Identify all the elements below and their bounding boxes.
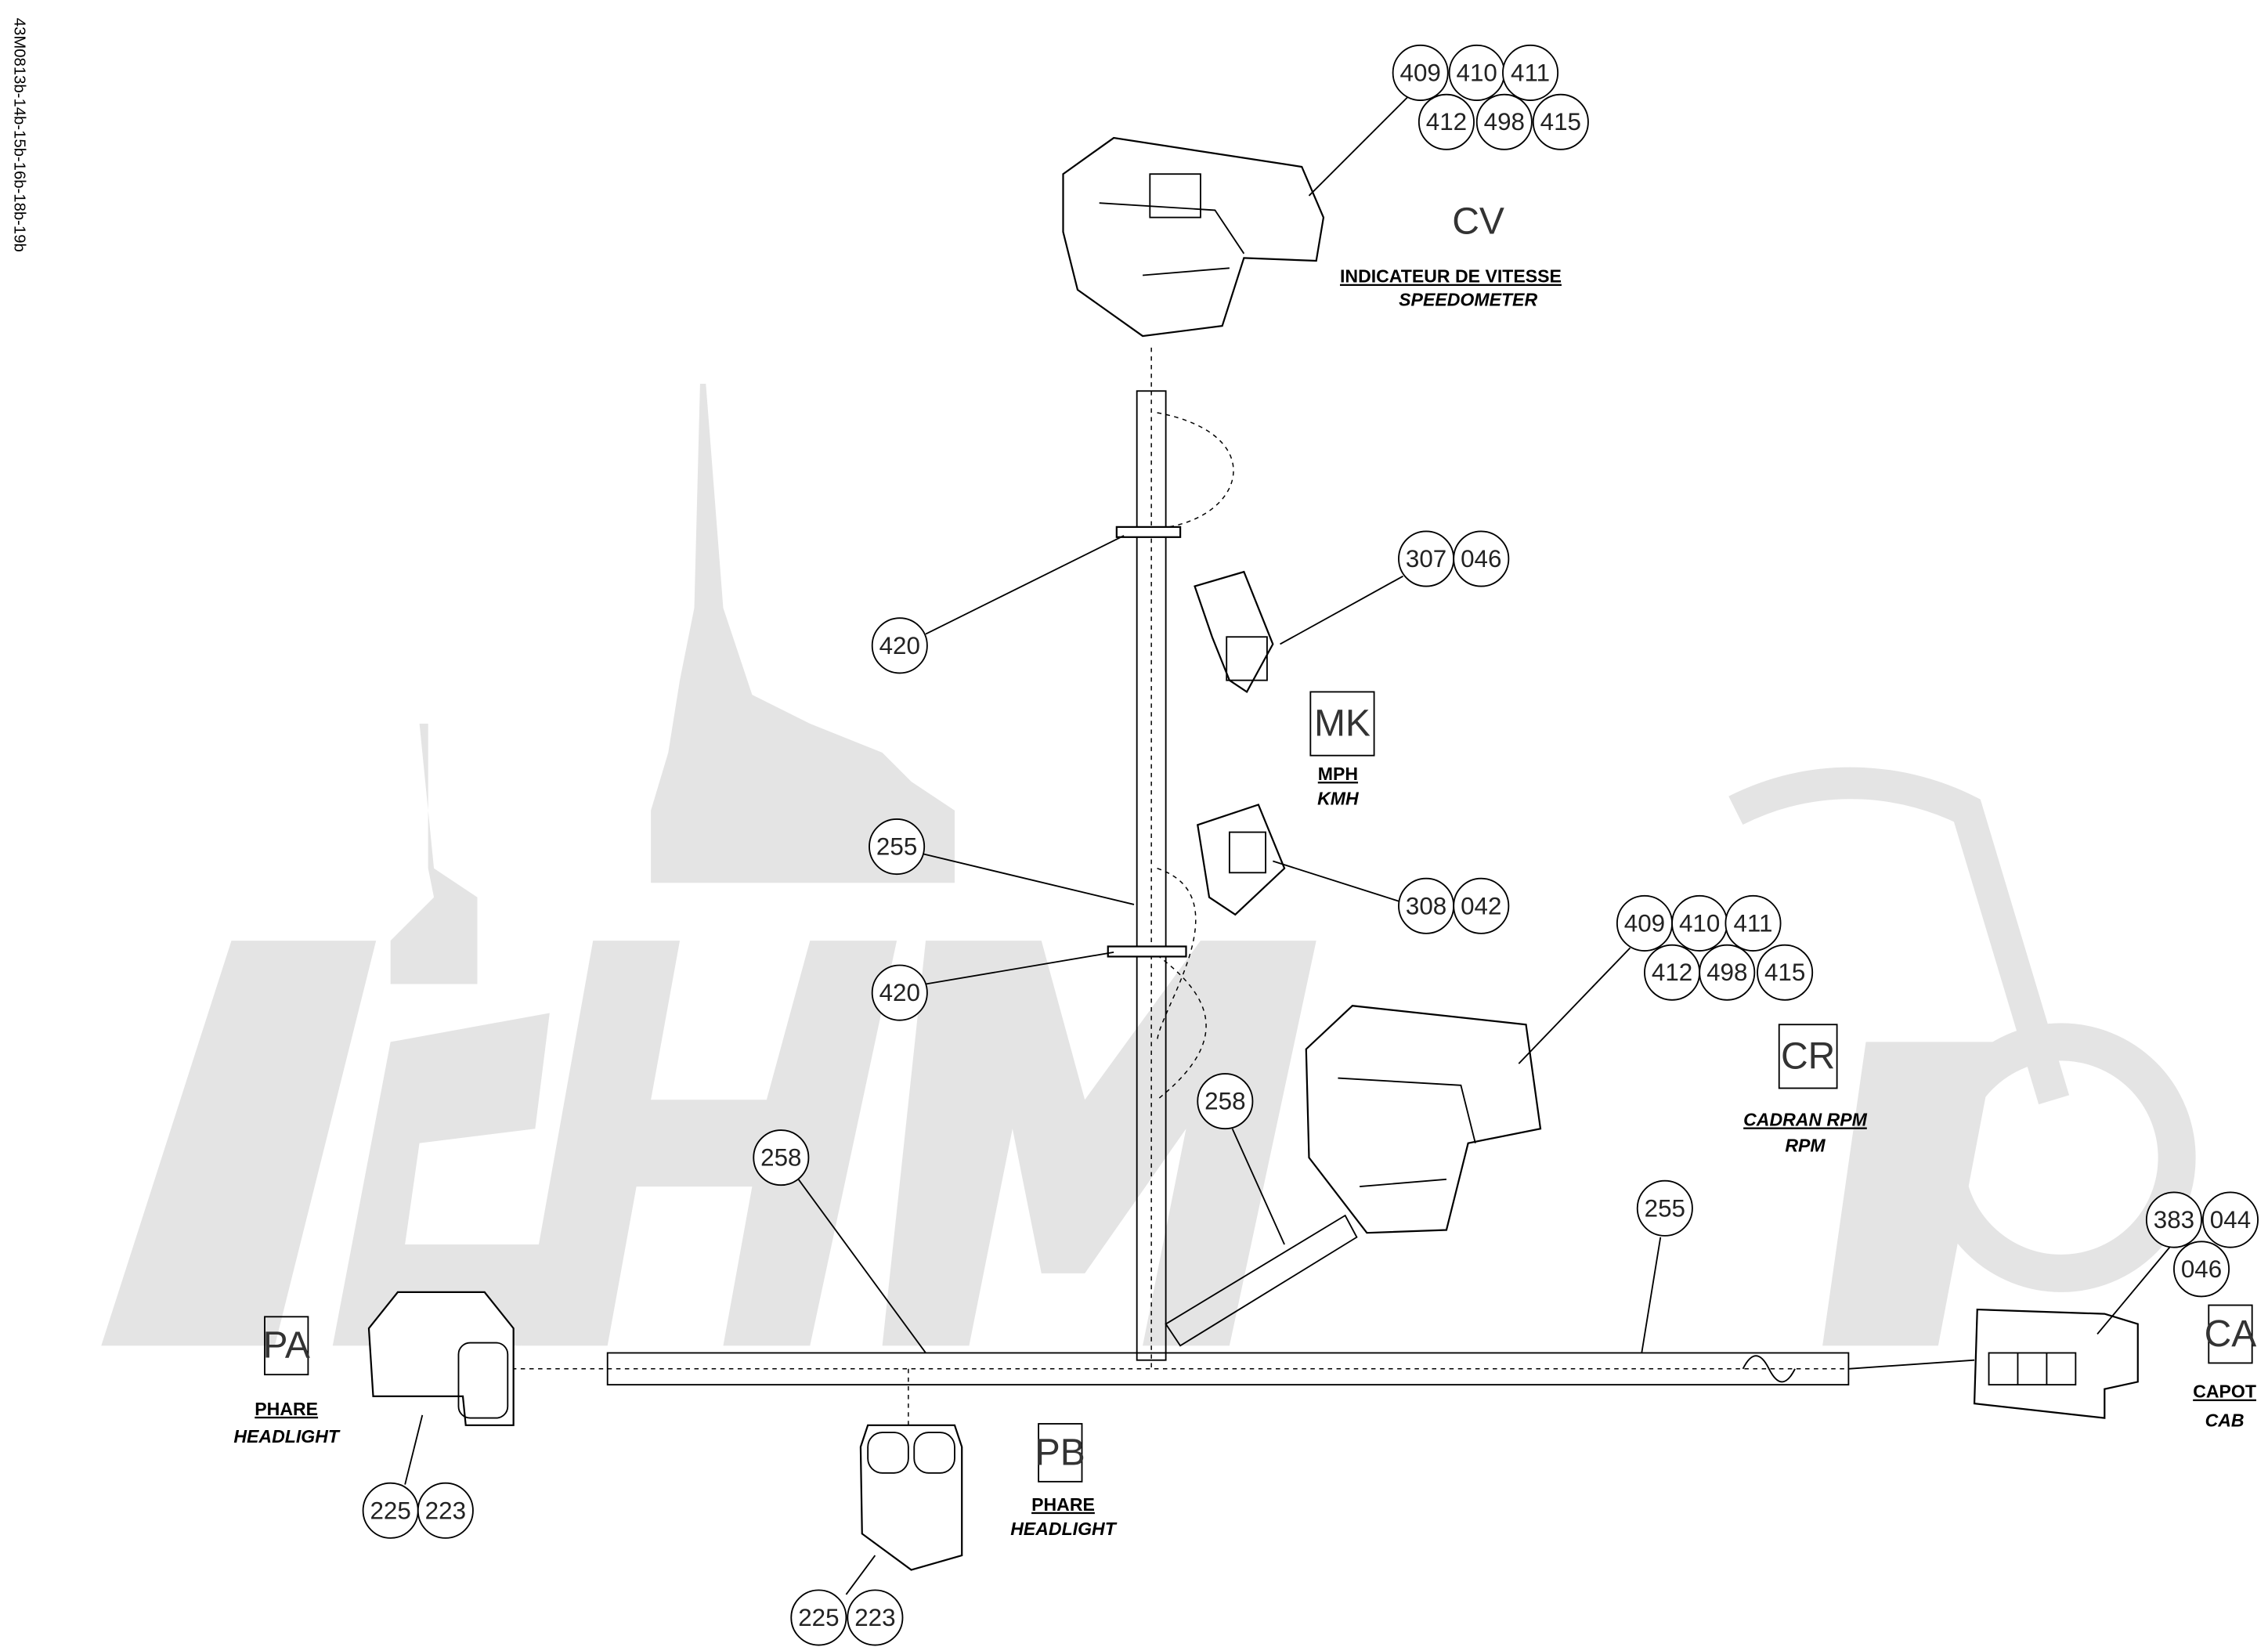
leader-lines	[404, 93, 2171, 1595]
callout-ca: 383 044 046	[2145, 1191, 2259, 1298]
connector-code: CA	[2205, 1313, 2257, 1355]
part-number: 415	[1764, 959, 1805, 986]
part-number: 223	[854, 1604, 895, 1631]
connector-code: PB	[1035, 1432, 1085, 1473]
connector-cr-shape	[1305, 1005, 1542, 1234]
part-number: 223	[425, 1497, 466, 1524]
drawing-reference: 43M0813b-14b-15b-16b-18b-19b	[10, 18, 27, 252]
part-number: 410	[1457, 59, 1497, 86]
callout-tape-horizontal: 255	[1636, 1179, 1693, 1237]
connector-mk-b-shape	[1197, 804, 1286, 916]
callout-clip-upper: 420	[871, 617, 928, 674]
connector-pa-shape	[367, 1291, 515, 1426]
part-number: 498	[1484, 108, 1525, 135]
svg-text:258: 258	[1204, 1088, 1245, 1115]
label-cr: CR CADRAN RPM RPM	[1743, 1024, 1868, 1156]
callout-tape-vertical: 255	[869, 818, 926, 876]
svg-text:258: 258	[760, 1144, 801, 1172]
part-number: 498	[1706, 959, 1747, 986]
svg-text:HEADLIGHT: HEADLIGHT	[233, 1426, 341, 1447]
connector-mk-a-shape	[1194, 570, 1274, 694]
callout-clip-lower: 420	[871, 964, 928, 1021]
svg-text:255: 255	[876, 833, 917, 861]
part-number: 409	[1400, 59, 1441, 86]
callout-cr: 409 410 411 412 498 415	[1616, 894, 1814, 1001]
label-cv: CV INDICATEUR DE VITESSE SPEEDOMETER	[1340, 201, 1562, 310]
part-number: 383	[2154, 1206, 2194, 1233]
part-number: 409	[1624, 909, 1665, 937]
callout-mk-b: 308 042	[1398, 877, 1510, 934]
connector-code: PA	[262, 1325, 310, 1367]
part-number: 308	[1406, 892, 1446, 919]
connector-code: MK	[1314, 703, 1371, 745]
label-mk: MK MPH KMH	[1309, 691, 1375, 808]
svg-text:RPM: RPM	[1785, 1136, 1826, 1156]
part-number: 225	[798, 1604, 839, 1631]
svg-text:HEADLIGHT: HEADLIGHT	[1010, 1519, 1118, 1539]
part-number: 411	[1733, 909, 1772, 937]
svg-text:CAPOT: CAPOT	[2193, 1382, 2256, 1402]
svg-text:420: 420	[879, 632, 920, 659]
clip-lower	[1107, 945, 1187, 958]
svg-text:MPH: MPH	[1318, 764, 1358, 784]
clip-upper	[1115, 526, 1182, 538]
connector-cv-shape	[1062, 136, 1325, 338]
svg-text:KMH: KMH	[1317, 788, 1360, 808]
callout-mk-a: 307 046	[1398, 530, 1510, 587]
label-pb: PB PHARE HEADLIGHT	[1010, 1423, 1118, 1539]
part-number: 410	[1679, 909, 1720, 937]
part-number: 415	[1540, 108, 1581, 135]
connector-code: CR	[1781, 1035, 1835, 1077]
svg-text:420: 420	[879, 979, 920, 1006]
part-number: 307	[1406, 545, 1446, 572]
harness	[434, 347, 1975, 1447]
svg-text:SPEEDOMETER: SPEEDOMETER	[1399, 289, 1537, 309]
svg-text:INDICATEUR DE VITESSE: INDICATEUR DE VITESSE	[1340, 266, 1562, 287]
svg-text:PHARE: PHARE	[1031, 1494, 1095, 1515]
part-number: 412	[1426, 108, 1467, 135]
callout-sleeve-branch: 258	[1197, 1073, 1254, 1130]
svg-text:CAB: CAB	[2205, 1410, 2245, 1431]
part-number: 412	[1652, 959, 1692, 986]
connector-code: CV	[1452, 201, 1504, 243]
watermark-logo	[101, 384, 2196, 1346]
callout-sleeve-main: 258	[753, 1129, 810, 1186]
svg-text:255: 255	[1645, 1194, 1685, 1222]
callout-cv: 409 410 411 412 498 415	[1392, 44, 1589, 150]
callout-pb: 225 223	[790, 1589, 904, 1646]
callout-pa: 225 223	[362, 1482, 474, 1539]
part-number: 044	[2210, 1206, 2251, 1233]
part-number: 046	[2181, 1255, 2222, 1283]
part-number: 411	[1511, 59, 1550, 86]
part-number: 046	[1461, 545, 1501, 572]
svg-text:CADRAN RPM: CADRAN RPM	[1743, 1110, 1867, 1130]
label-pa: PA PHARE HEADLIGHT	[233, 1316, 341, 1447]
connector-ca-shape	[1973, 1308, 2139, 1419]
label-ca: CA CAPOT CAB	[2193, 1304, 2257, 1431]
svg-text:PHARE: PHARE	[255, 1399, 318, 1419]
connector-pb-shape	[859, 1424, 963, 1571]
part-number: 225	[370, 1497, 410, 1524]
part-number: 042	[1461, 892, 1501, 919]
